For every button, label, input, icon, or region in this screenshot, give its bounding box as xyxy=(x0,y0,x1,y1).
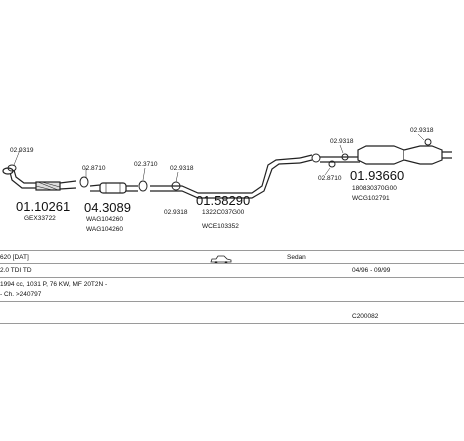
code-front-pipe: GEX33722 xyxy=(24,215,56,222)
clip1-shape xyxy=(7,149,21,172)
part-number-clip4: 02.9318 xyxy=(170,165,194,172)
table-border-bottom xyxy=(0,323,464,324)
code-rear-muffler-1: 180830370G00 xyxy=(352,185,397,192)
table-border-3 xyxy=(0,301,464,302)
vehicle-engine: 2.0 TDI TD xyxy=(0,267,32,274)
vehicle-body: Sedan xyxy=(287,254,306,261)
table-border-2 xyxy=(0,277,464,278)
vehicle-chassis: - Ch. >240797 xyxy=(0,291,42,298)
part-number-rear-muffler: 01.93660 xyxy=(350,168,404,183)
vehicle-years: 04/96 - 09/99 xyxy=(352,267,391,274)
part-number-clip1: 02.9319 xyxy=(10,147,34,154)
code-center-pipe-1: 1322C037G00 xyxy=(202,209,245,216)
table-border-top xyxy=(0,250,464,251)
rear-muffler-shape xyxy=(320,145,452,165)
front-pipe xyxy=(2,167,77,191)
part-number-center-pipe: 01.58290 xyxy=(196,193,250,208)
part-number-clip7: 02.8710 xyxy=(318,175,342,182)
code-center-pipe-2: WCE103352 xyxy=(202,223,239,230)
center-pipe-shape xyxy=(150,154,313,199)
vehicle-reference: C200082 xyxy=(352,313,379,320)
code-rear-muffler-2: WCG102791 xyxy=(352,195,390,202)
part-number-clip2: 02.8710 xyxy=(82,165,106,172)
vehicle-model: 620 [DAT] xyxy=(0,254,29,261)
clip3-shape xyxy=(138,167,148,192)
part-number-clip6: 02.9318 xyxy=(330,138,354,145)
part-number-cat: 04.3089 xyxy=(84,200,131,215)
part-number-front-pipe: 01.10261 xyxy=(16,199,70,214)
vehicle-specs: 1994 cc, 1031 P, 76 KW, MF 20T2N - xyxy=(0,281,108,288)
code-cat-2: WAG104260 xyxy=(86,226,123,233)
table-border-1 xyxy=(0,263,464,264)
part-number-clip3: 02.3710 xyxy=(134,161,158,168)
catalytic-converter xyxy=(89,182,138,194)
part-number-clip8: 02.9318 xyxy=(410,127,434,134)
code-cat-1: WAG104260 xyxy=(86,216,123,223)
part-number-clip5: 02.9318 xyxy=(164,209,188,216)
exhaust-system-diagram: 02.9319 01.10261 GEX33722 02.8710 04.308… xyxy=(2,127,452,233)
clip4-shape xyxy=(171,171,181,191)
clip2-shape xyxy=(79,168,89,188)
